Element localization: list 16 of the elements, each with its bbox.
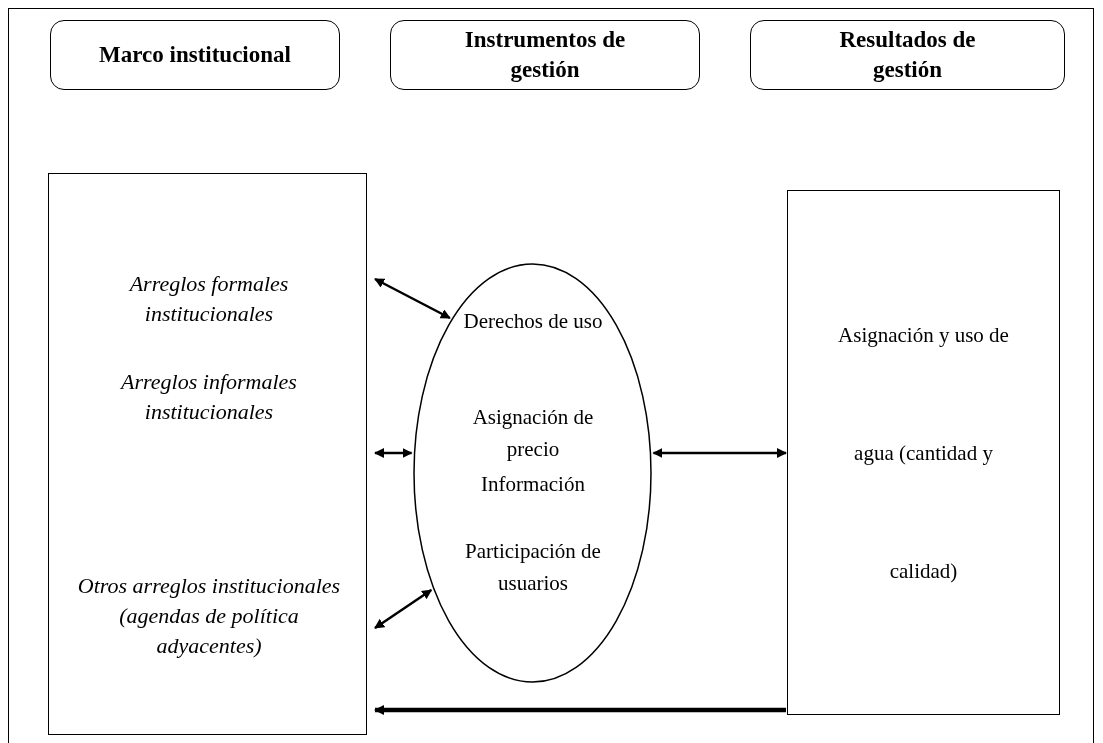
arrow xyxy=(374,277,451,320)
instrument-text: Derechos de uso xyxy=(462,308,604,335)
instrument-text: Participación de usuarios xyxy=(464,538,602,597)
arrow xyxy=(374,705,786,715)
arrow xyxy=(374,448,413,458)
arrangement-text: Otros arreglos institucionales (agendas de política adyacentes) xyxy=(76,572,342,660)
arrangement-text: Arreglos formales institucionales xyxy=(127,270,290,328)
arrangement-text: Arreglos informales institucionales xyxy=(119,368,298,426)
instrument-text: Asignación de precio xyxy=(471,404,595,463)
arrow xyxy=(652,448,787,458)
results-text: Asignación y uso de agua (cantidad y calidad) xyxy=(837,321,1010,585)
instrument-text: Información xyxy=(480,471,586,498)
column-heading: Marco institucional xyxy=(98,41,292,69)
column-heading: Resultados de gestión xyxy=(838,26,977,84)
column-heading: Instrumentos de gestión xyxy=(463,26,627,84)
arrow xyxy=(374,588,433,630)
